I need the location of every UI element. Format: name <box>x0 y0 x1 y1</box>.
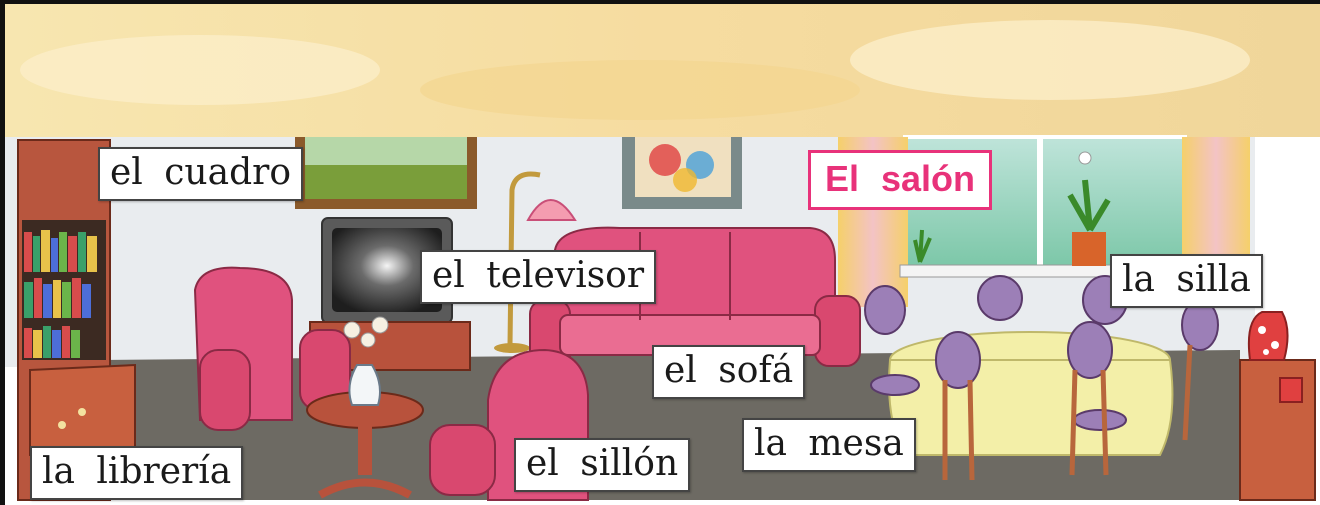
armchair-left <box>193 266 351 431</box>
side-table <box>306 316 424 499</box>
label-cuadro: el cuadro <box>98 147 303 201</box>
scene-title: El salón <box>808 150 993 210</box>
vase <box>348 364 381 406</box>
label-mesa: la mesa <box>742 418 916 472</box>
label-sofa: el sofá <box>652 345 806 399</box>
cabinet-right <box>1239 359 1316 501</box>
image-border-left <box>0 0 5 505</box>
flowerpot <box>1072 232 1106 266</box>
label-libreria: la librería <box>30 446 244 500</box>
label-silla: la silla <box>1110 254 1263 308</box>
dining-table <box>888 331 1174 456</box>
jug <box>1247 311 1289 361</box>
label-televisor: el televisor <box>420 250 657 304</box>
label-sillon: el sillón <box>514 438 691 492</box>
chairs <box>864 275 1219 431</box>
floor-lamp <box>507 171 541 346</box>
image-border-top <box>0 0 1320 4</box>
